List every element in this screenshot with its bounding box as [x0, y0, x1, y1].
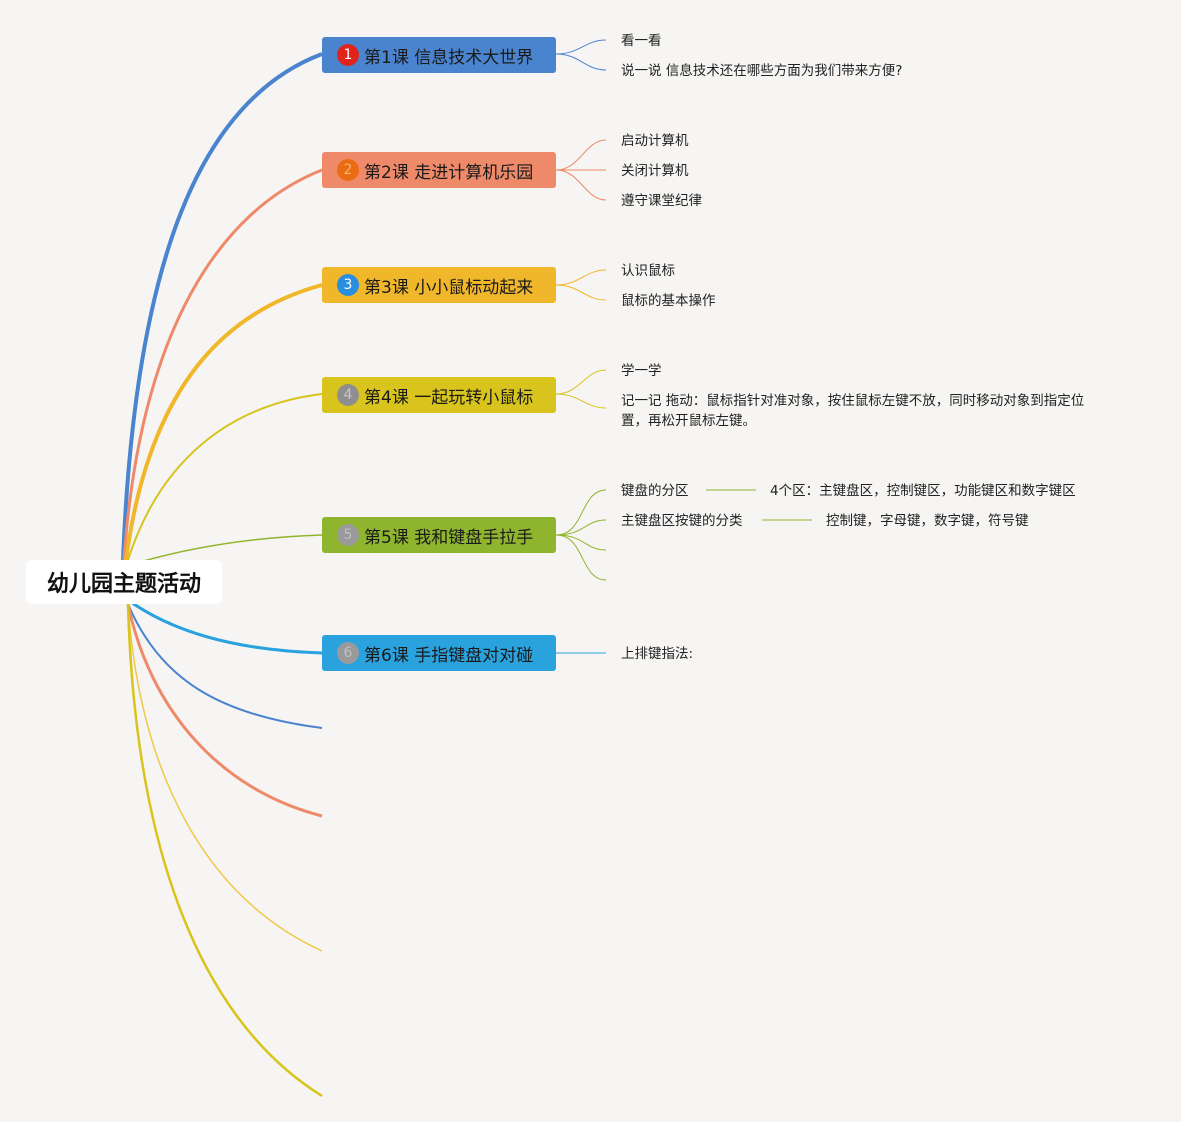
branch-topic-3 — [124, 283, 323, 561]
topic-label: 第1课 信息技术大世界 — [364, 47, 534, 68]
branch-empty-3 — [127, 603, 323, 952]
topic-lesson-3[interactable]: 3 第3课 小小鼠标动起来 — [322, 267, 556, 303]
subtopic-top-row-fingering[interactable]: 上排键指法: — [621, 646, 694, 662]
number-badge-icon: 1 — [337, 44, 359, 66]
sub-branch-1-2 — [555, 53, 607, 71]
sub-branch-4-2 — [555, 393, 607, 409]
branch-empty-1 — [127, 603, 323, 729]
subtopic-know-mouse[interactable]: 认识鼠标 — [621, 263, 675, 279]
root-topic[interactable]: 幼儿园主题活动 — [26, 560, 222, 604]
branch-empty-4 — [126, 603, 323, 1098]
topic-lesson-2[interactable]: 2 第2课 走进计算机乐园 — [322, 152, 556, 188]
subtopic-discuss[interactable]: 说一说 信息技术还在哪些方面为我们带来方便? — [621, 63, 903, 79]
subtopic-main-key-types[interactable]: 主键盘区按键的分类 — [621, 513, 743, 529]
sub-branch-2-3 — [555, 169, 607, 201]
subtopic-classroom-rules[interactable]: 遵守课堂纪律 — [621, 193, 702, 209]
number-badge-icon: 5 — [337, 524, 359, 546]
subtopic-learn[interactable]: 学一学 — [621, 363, 662, 379]
branch-topic-6 — [127, 598, 323, 655]
detail-main-key-types[interactable]: 控制键，字母键，数字键，符号键 — [826, 513, 1029, 529]
sub-branch-4-1 — [555, 369, 607, 395]
branch-topic-1 — [121, 52, 323, 561]
sub-branch-3-1 — [555, 269, 607, 286]
number-badge-icon: 4 — [337, 384, 359, 406]
number-badge-icon: 2 — [337, 159, 359, 181]
topic-lesson-1[interactable]: 1 第1课 信息技术大世界 — [322, 37, 556, 73]
sub-branch-5-4 — [555, 534, 607, 581]
sub-branch-3-2 — [555, 284, 607, 301]
branch-topic-2 — [122, 168, 323, 561]
subtopic-look[interactable]: 看一看 — [621, 33, 662, 49]
topic-label: 第4课 一起玩转小鼠标 — [364, 387, 534, 408]
subtopic-drag-note[interactable]: 记一记 拖动：鼠标指针对准对象，按住鼠标左键不放，同时移动对象到指定位置，再松开… — [621, 393, 1085, 429]
sub-branch-1-1 — [555, 39, 607, 55]
topic-label: 第5课 我和键盘手拉手 — [364, 527, 534, 548]
subtopic-keyboard-zones[interactable]: 键盘的分区 — [621, 483, 689, 499]
subtopic-start-computer[interactable]: 启动计算机 — [621, 133, 689, 149]
subtopic-shutdown-computer[interactable]: 关闭计算机 — [621, 163, 689, 179]
topic-label: 第2课 走进计算机乐园 — [364, 162, 534, 183]
branch-topic-4 — [127, 393, 323, 561]
branch-empty-2 — [126, 603, 323, 818]
topic-lesson-5[interactable]: 5 第5课 我和键盘手拉手 — [322, 517, 556, 553]
topic-label: 第3课 小小鼠标动起来 — [364, 277, 534, 298]
sub-branch-5-1 — [555, 489, 607, 536]
topic-lesson-4[interactable]: 4 第4课 一起玩转小鼠标 — [322, 377, 556, 413]
detail-keyboard-zones[interactable]: 4个区：主键盘区，控制键区，功能键区和数字键区 — [770, 483, 1076, 499]
sub-branch-5-3 — [555, 534, 607, 551]
topic-label: 第6课 手指键盘对对碰 — [364, 645, 534, 666]
number-badge-icon: 3 — [337, 274, 359, 296]
sub-branch-5-2 — [555, 519, 607, 536]
sub-branch-2-1 — [555, 139, 607, 171]
subtopic-mouse-basics[interactable]: 鼠标的基本操作 — [621, 293, 716, 309]
number-badge-icon: 6 — [337, 642, 359, 664]
branch-topic-5 — [139, 534, 323, 563]
topic-lesson-6[interactable]: 6 第6课 手指键盘对对碰 — [322, 635, 556, 671]
